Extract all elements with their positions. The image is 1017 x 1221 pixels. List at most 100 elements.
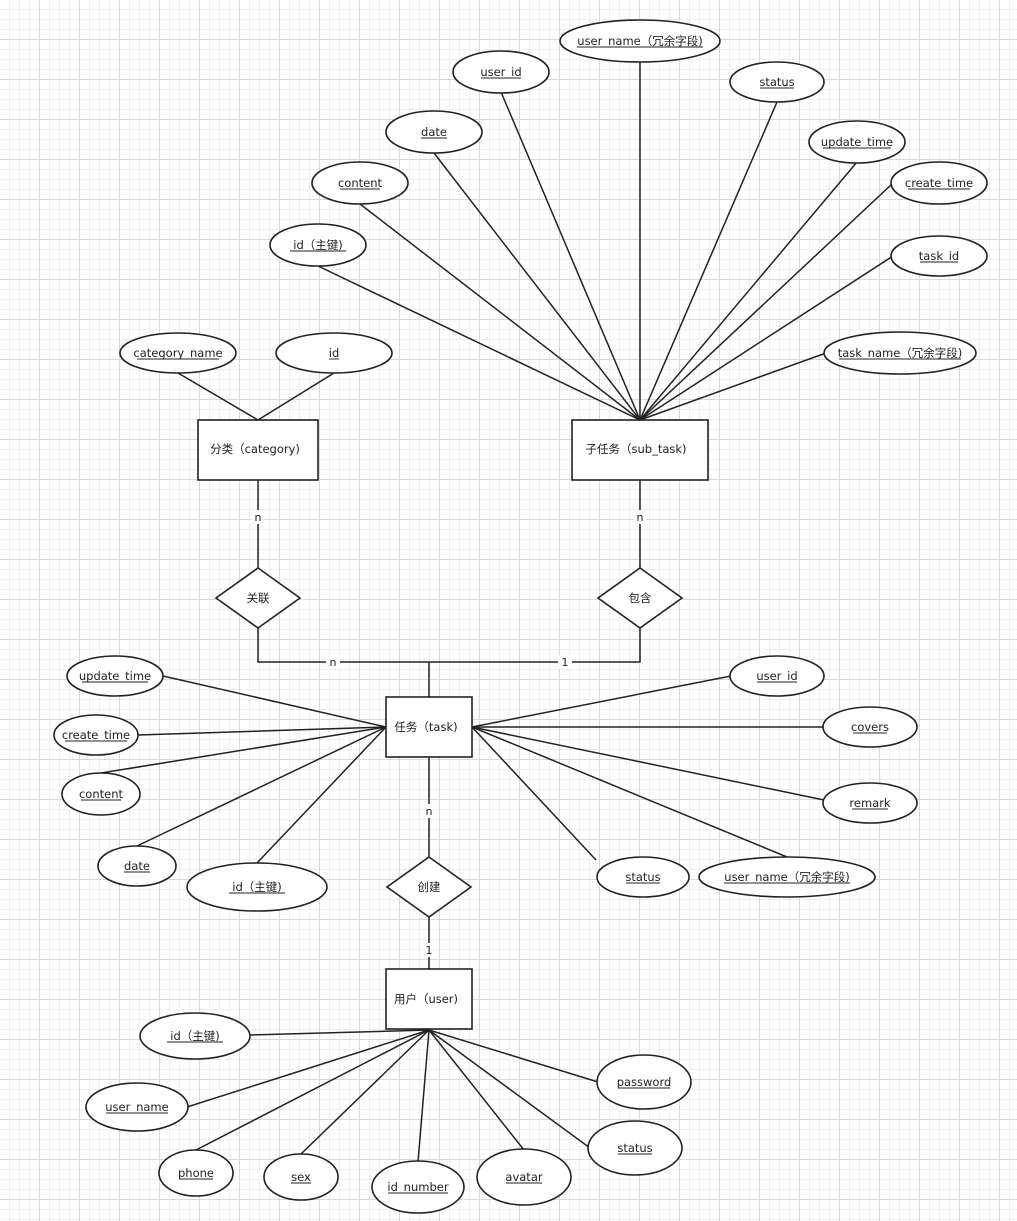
attribute-task-content[interactable]: content <box>61 772 141 816</box>
attribute-user-name[interactable]: user_name <box>85 1082 189 1132</box>
attribute-task-create-time[interactable]: create_time <box>53 714 139 756</box>
cardinality-associate-task: n <box>330 656 337 669</box>
attribute-user-sex[interactable]: sex <box>263 1153 339 1201</box>
connector-line <box>195 1029 430 1151</box>
attribute-subtask-user-name[interactable]: user_name（冗余字段) <box>559 19 721 63</box>
connector-line <box>471 726 597 861</box>
attribute-label: status <box>617 1141 652 1155</box>
connector-line <box>471 726 788 858</box>
connector-line <box>100 726 387 774</box>
attribute-label: user_name（冗余字段) <box>577 34 702 48</box>
attribute-user-phone[interactable]: phone <box>158 1149 234 1197</box>
attribute-label: id <box>329 346 340 360</box>
relationship-label: 创建 <box>418 880 441 894</box>
attribute-label: date <box>124 859 150 873</box>
attribute-label: id_number <box>387 1180 448 1194</box>
connector-line <box>186 1029 430 1108</box>
relationship-create[interactable]: 创建 <box>385 856 473 918</box>
cardinality-subtask-contain: n <box>637 511 644 524</box>
entity-label: 任务（task) <box>394 720 457 734</box>
connector-line <box>639 352 827 421</box>
connector-line <box>417 1029 430 1163</box>
attribute-user-avatar[interactable]: avatar <box>476 1148 572 1206</box>
connector-line <box>137 726 387 736</box>
connector-line <box>639 183 893 421</box>
attribute-label: sex <box>291 1170 311 1184</box>
attribute-subtask-task-name[interactable]: task_name（冗余字段) <box>823 331 977 375</box>
attribute-category-name[interactable]: category_name <box>119 332 237 374</box>
attribute-category-id[interactable]: id <box>275 332 393 374</box>
attribute-task-status[interactable]: status <box>596 856 690 898</box>
attribute-task-user-id[interactable]: user_id <box>729 655 825 697</box>
connector-line <box>300 1029 430 1155</box>
attribute-subtask-task-id[interactable]: task_id <box>890 235 988 277</box>
cardinality-category-associate: n <box>255 511 262 524</box>
entity-label: 分类（category) <box>210 442 300 456</box>
attribute-label: task_name（冗余字段) <box>838 346 963 360</box>
attribute-task-user-name[interactable]: user_name（冗余字段) <box>698 856 876 898</box>
connector-line <box>639 161 858 421</box>
cardinality-task-create: n <box>426 805 433 818</box>
connector-line <box>500 91 641 421</box>
attribute-user-id[interactable]: id（主键) <box>139 1012 251 1060</box>
attribute-subtask-create-time[interactable]: create_time <box>890 161 988 205</box>
attribute-subtask-id[interactable]: id（主键) <box>269 223 367 267</box>
entity-label: 子任务（sub_task) <box>585 442 686 456</box>
cardinality-labels: n n n 1 n 1 <box>252 510 646 957</box>
attribute-subtask-status[interactable]: status <box>729 61 825 103</box>
attribute-label: content <box>338 176 383 190</box>
entity-user[interactable]: 用户（user) <box>385 968 473 1030</box>
attribute-subtask-user-id[interactable]: user_id <box>452 50 550 94</box>
attribute-label: remark <box>849 796 891 810</box>
attribute-label: user_name <box>105 1100 168 1114</box>
attribute-label: id（主键) <box>293 238 342 252</box>
attribute-label: task_id <box>919 249 959 263</box>
attribute-subtask-date[interactable]: date <box>385 110 483 154</box>
attribute-label: create_time <box>905 176 973 190</box>
attribute-label: id（主键) <box>232 880 281 894</box>
attribute-task-id[interactable]: id（主键) <box>186 862 328 912</box>
attribute-label: status <box>759 75 794 89</box>
entity-sub-task[interactable]: 子任务（sub_task) <box>571 419 709 481</box>
connector-line <box>256 726 387 864</box>
connector-line <box>257 628 429 663</box>
attribute-label: content <box>79 787 124 801</box>
attribute-task-update-time[interactable]: update_time <box>66 655 164 697</box>
connector-line <box>257 372 335 421</box>
connector-line <box>162 675 387 728</box>
attribute-label: covers <box>851 720 889 734</box>
connector-lines <box>100 62 894 1163</box>
entity-label: 用户（user) <box>394 992 458 1006</box>
attribute-label: user_id <box>480 65 521 79</box>
attribute-label: phone <box>178 1166 214 1180</box>
connector-line <box>429 628 641 663</box>
connector-line <box>317 265 641 421</box>
attribute-task-remark[interactable]: remark <box>822 782 918 824</box>
connector-line <box>177 372 259 421</box>
attribute-label: create_time <box>62 728 130 742</box>
attribute-user-id-number[interactable]: id_number <box>371 1160 465 1214</box>
relationship-contain[interactable]: 包含 <box>596 567 684 629</box>
connector-line <box>136 726 387 847</box>
attribute-task-covers[interactable]: covers <box>822 706 918 748</box>
attribute-user-status[interactable]: status <box>587 1120 683 1176</box>
connector-line <box>471 726 825 801</box>
connector-line <box>428 1029 525 1151</box>
attribute-user-password[interactable]: password <box>596 1054 692 1110</box>
connector-line <box>359 203 641 421</box>
attribute-subtask-update-time[interactable]: update_time <box>808 120 906 164</box>
attribute-subtask-content[interactable]: content <box>311 161 409 205</box>
attribute-label: category_name <box>133 346 222 360</box>
entity-task[interactable]: 任务（task) <box>385 696 473 758</box>
attribute-label: avatar <box>505 1170 542 1184</box>
connector-line <box>428 1029 591 1149</box>
attribute-label: user_id <box>756 669 797 683</box>
connector-line <box>639 255 894 421</box>
entity-category[interactable]: 分类（category) <box>197 419 319 481</box>
attribute-task-date[interactable]: date <box>97 845 177 887</box>
connector-line <box>639 101 778 421</box>
attribute-label: id（主键) <box>170 1029 219 1043</box>
attribute-label: password <box>617 1075 672 1089</box>
relationship-associate[interactable]: 关联 <box>214 567 302 629</box>
